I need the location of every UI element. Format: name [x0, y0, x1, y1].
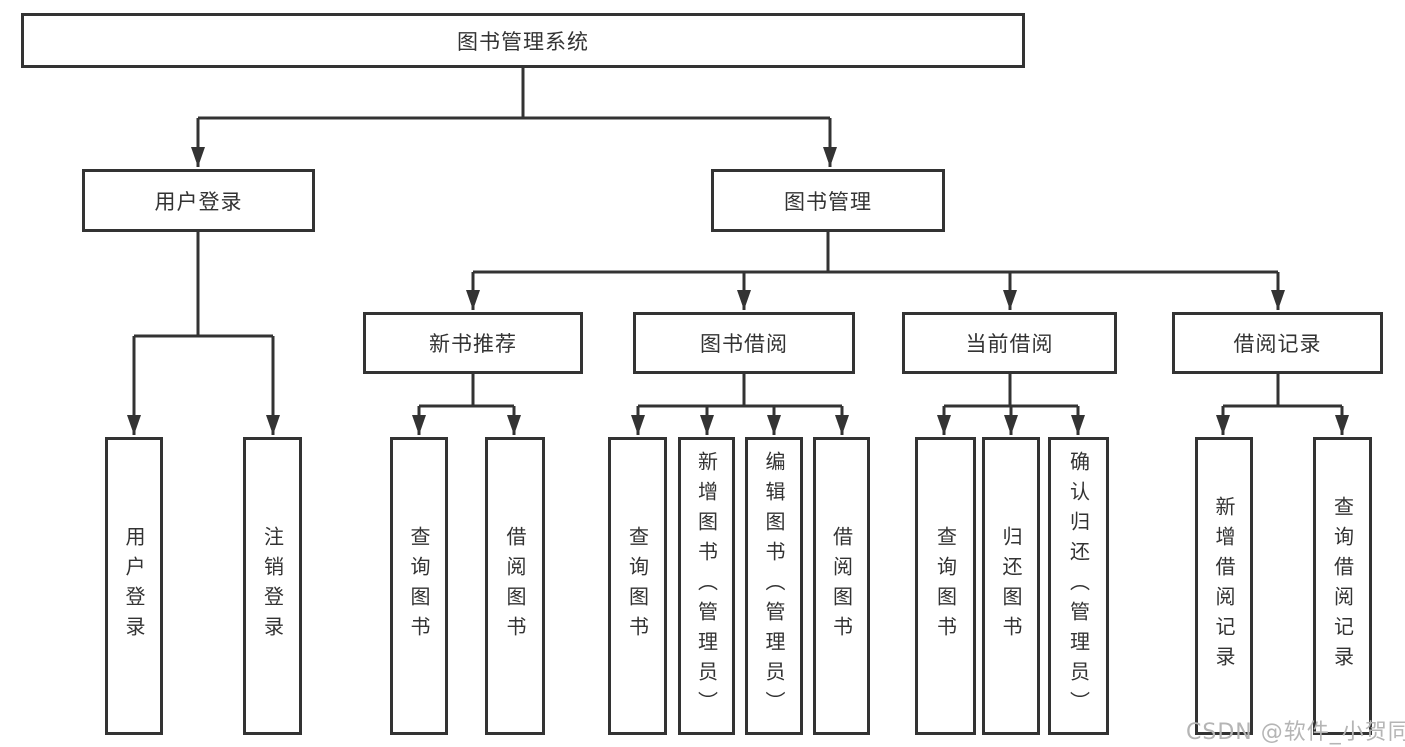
node-leaf-query-books-current-label: 查询图书 — [933, 526, 958, 646]
node-leaf-borrow-books-borrow: 借阅图书 — [813, 437, 870, 735]
node-leaf-confirm-return-admin-label: 确认归还（管理员） — [1066, 451, 1091, 721]
node-book-borrow-label: 图书借阅 — [700, 332, 788, 356]
node-leaf-logout: 注销登录 — [243, 437, 302, 735]
node-leaf-borrow-books-borrow-label: 借阅图书 — [829, 526, 854, 646]
node-current-borrow: 当前借阅 — [902, 312, 1117, 374]
node-new-book-recommend-label: 新书推荐 — [429, 332, 517, 356]
node-leaf-add-book-admin: 新增图书（管理员） — [678, 437, 735, 735]
node-root: 图书管理系统 — [21, 13, 1025, 68]
node-leaf-return-book-label: 归还图书 — [999, 526, 1023, 646]
node-leaf-borrow-books-recommend-label: 借阅图书 — [503, 526, 527, 646]
node-leaf-confirm-return-admin: 确认归还（管理员） — [1048, 437, 1109, 735]
node-leaf-edit-book-admin-label: 编辑图书（管理员） — [762, 451, 786, 721]
node-book-management: 图书管理 — [711, 169, 945, 232]
node-leaf-logout-label: 注销登录 — [260, 526, 285, 646]
node-leaf-add-borrow-record: 新增借阅记录 — [1195, 437, 1253, 735]
node-user-login: 用户登录 — [82, 169, 315, 232]
node-leaf-query-books-borrow-label: 查询图书 — [625, 526, 650, 646]
node-leaf-query-books-borrow: 查询图书 — [608, 437, 667, 735]
node-leaf-user-login-label: 用户登录 — [122, 526, 146, 646]
node-leaf-borrow-books-recommend: 借阅图书 — [485, 437, 545, 735]
node-leaf-edit-book-admin: 编辑图书（管理员） — [745, 437, 803, 735]
node-leaf-query-books-recommend: 查询图书 — [390, 437, 448, 735]
node-user-login-label: 用户登录 — [154, 189, 243, 214]
csdn-watermark: CSDN @软件_小贺同学 — [1186, 720, 1405, 745]
node-book-management-label: 图书管理 — [784, 189, 872, 214]
node-book-borrow: 图书借阅 — [633, 312, 855, 374]
node-borrow-records: 借阅记录 — [1172, 312, 1383, 374]
node-borrow-records-label: 借阅记录 — [1233, 332, 1322, 356]
node-root-label: 图书管理系统 — [457, 29, 589, 54]
node-leaf-query-books-current: 查询图书 — [915, 437, 976, 735]
node-new-book-recommend: 新书推荐 — [363, 312, 583, 374]
node-leaf-user-login: 用户登录 — [105, 437, 163, 735]
node-leaf-query-borrow-record-label: 查询借阅记录 — [1330, 496, 1355, 676]
node-leaf-return-book: 归还图书 — [982, 437, 1040, 735]
node-leaf-query-borrow-record: 查询借阅记录 — [1313, 437, 1372, 735]
node-leaf-query-books-recommend-label: 查询图书 — [407, 526, 431, 646]
node-current-borrow-label: 当前借阅 — [965, 332, 1054, 356]
node-leaf-add-book-admin-label: 新增图书（管理员） — [694, 451, 719, 721]
node-leaf-add-borrow-record-label: 新增借阅记录 — [1212, 496, 1236, 676]
